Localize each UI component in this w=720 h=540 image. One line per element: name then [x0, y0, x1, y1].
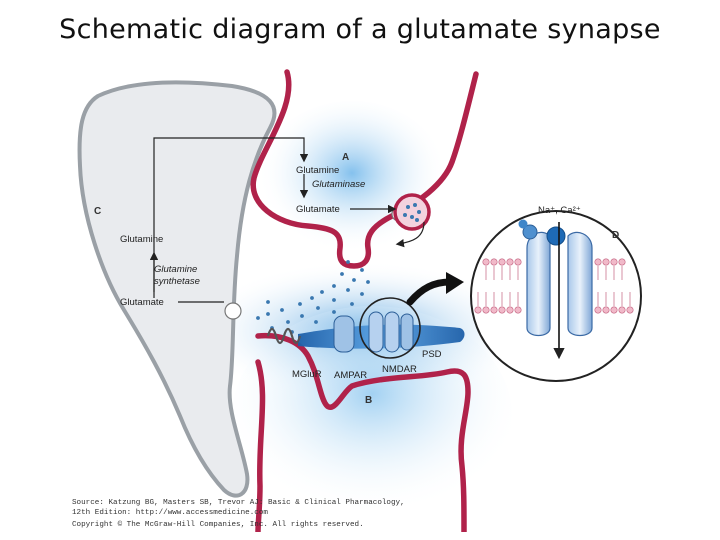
source-line-1: Source: Katzung BG, Masters SB, Trevor A… [72, 499, 405, 507]
label-glutaminase: Glutaminase [312, 179, 365, 190]
label-glutamine-synthetase-2: synthetase [154, 276, 200, 287]
glial-cell [77, 80, 277, 498]
postsynaptic-membrane-left [255, 359, 266, 532]
glial-transporter [224, 302, 242, 320]
label-ampar: AMPAR [334, 370, 367, 381]
glutamate-molecules [256, 260, 370, 334]
nmdar-receptor-2 [384, 311, 400, 353]
presynaptic-membrane [250, 69, 479, 269]
source-line-2: 12th Edition: http://www.accessmedicine.… [72, 509, 268, 517]
slide-title: Schematic diagram of a glutamate synapse [59, 14, 661, 45]
nmda-channel-left [526, 231, 551, 337]
label-a: A [342, 152, 349, 163]
lipid-bilayer [474, 258, 634, 314]
label-glutamine-glia: Glutamine [120, 234, 163, 245]
label-b: B [365, 395, 372, 406]
label-d: D [612, 230, 619, 241]
label-glutamate-glia: Glutamate [120, 297, 164, 308]
synaptic-vesicle [393, 193, 431, 231]
label-glutamine-synthetase-1: Glutamine [154, 264, 197, 275]
pathway-arrows [149, 137, 425, 303]
label-mglur: MGluR [292, 369, 322, 380]
label-glutamine-top: Glutamine [296, 165, 339, 176]
nmdar-receptor-3 [400, 313, 414, 351]
zoom-indicator-circle [359, 297, 421, 359]
ampar-receptor [333, 315, 355, 353]
nmda-channel-right [567, 231, 593, 337]
nmda-channel-inset [470, 210, 642, 382]
postsynaptic-density [298, 311, 465, 353]
copyright-line: Copyright © The McGraw-Hill Companies, I… [72, 520, 364, 529]
postsynaptic-membrane [255, 332, 471, 532]
label-glutamate-top: Glutamate [296, 204, 340, 215]
label-ions: Na⁺, Ca²⁺ [538, 205, 581, 216]
label-psd: PSD [422, 349, 442, 360]
label-nmdar: NMDAR [382, 364, 417, 375]
nmdar-receptor-1 [368, 311, 384, 353]
mglur-receptor [266, 327, 302, 345]
glutamate-synapse-diagram: A Glutamine Glutaminase Glutamate C Glut… [72, 69, 642, 532]
label-c: C [94, 206, 101, 217]
